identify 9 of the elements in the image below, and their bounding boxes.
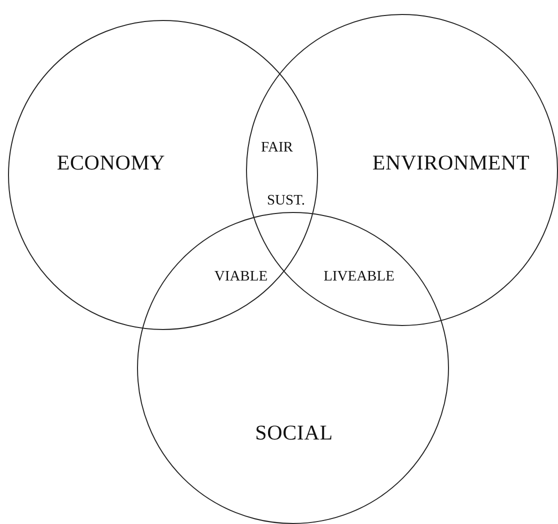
set-label: ENVIRONMENT — [372, 150, 530, 176]
set-label: ECONOMY — [56, 150, 166, 176]
set-circle — [137, 212, 449, 524]
set-circle — [8, 20, 318, 330]
set-label: SOCIAL — [255, 420, 333, 446]
overlap-label: FAIR — [261, 140, 293, 156]
overlap-label: LIVEABLE — [324, 268, 394, 286]
overlap-label: VIABLE — [214, 268, 268, 286]
overlap-label: SUST. — [267, 192, 305, 210]
